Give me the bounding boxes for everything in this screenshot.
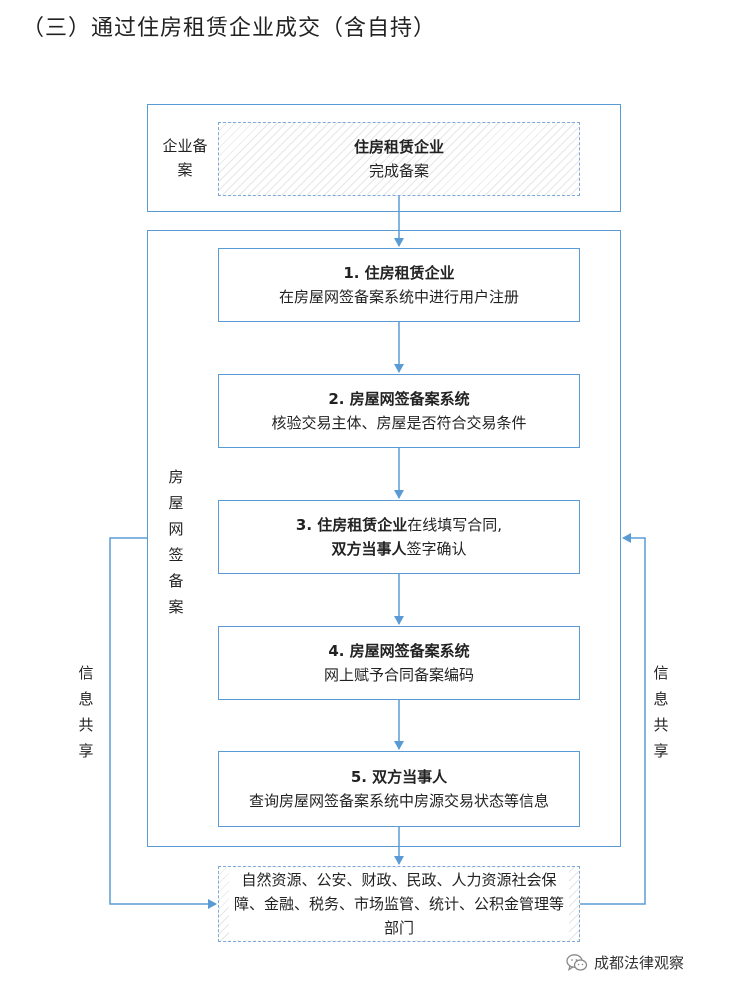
step-5-title: 5. 双方当事人 bbox=[350, 768, 448, 786]
step-1-box: 1. 住房租赁企业 在房屋网签备案系统中进行用户注册 bbox=[218, 248, 580, 322]
step-5-box: 5. 双方当事人 查询房屋网签备案系统中房源交易状态等信息 bbox=[218, 751, 580, 827]
enterprise-registration-box: 住房租赁企业 完成备案 bbox=[218, 122, 580, 196]
online-sign-label: 房屋网签备案 bbox=[168, 468, 184, 616]
enterprise-box-text: 完成备案 bbox=[368, 162, 429, 180]
step-4-box: 4. 房屋网签备案系统 网上赋予合同备案编码 bbox=[218, 626, 580, 700]
step-4-title: 4. 房屋网签备案系统 bbox=[328, 642, 470, 660]
info-share-left-label: 信息共享 bbox=[78, 664, 94, 760]
info-share-right-label: 信息共享 bbox=[653, 664, 669, 760]
watermark-text: 成都法律观察 bbox=[594, 954, 685, 972]
step-3-line-1: 3. 住房租赁企业在线填写合同, bbox=[296, 513, 502, 537]
step-1-text: 在房屋网签备案系统中进行用户注册 bbox=[278, 288, 519, 306]
step-3-text-b: 签字确认 bbox=[406, 540, 467, 558]
step-2-text: 核验交易主体、房屋是否符合交易条件 bbox=[271, 414, 527, 432]
step-2-box: 2. 房屋网签备案系统 核验交易主体、房屋是否符合交易条件 bbox=[218, 374, 580, 448]
departments-box: 自然资源、公安、财政、民政、人力资源社会保障、金融、税务、市场监管、统计、公积金… bbox=[218, 866, 580, 942]
wechat-icon bbox=[566, 953, 588, 971]
watermark: 成都法律观察 bbox=[566, 952, 684, 973]
step-4-text: 网上赋予合同备案编码 bbox=[323, 666, 474, 684]
step-3-title-a: 3. 住房租赁企业 bbox=[295, 516, 408, 534]
step-2-title: 2. 房屋网签备案系统 bbox=[328, 390, 470, 408]
step-1-title: 1. 住房租赁企业 bbox=[343, 264, 455, 282]
step-3-title-b: 双方当事人 bbox=[331, 540, 407, 558]
departments-text: 自然资源、公安、财政、民政、人力资源社会保障、金融、税务、市场监管、统计、公积金… bbox=[229, 868, 569, 940]
step-3-text-a: 在线填写合同, bbox=[407, 516, 503, 534]
step-5-text: 查询房屋网签备案系统中房源交易状态等信息 bbox=[248, 792, 549, 810]
page-title: （三）通过住房租赁企业成交（含自持） bbox=[22, 16, 437, 41]
step-3-box: 3. 住房租赁企业在线填写合同, 双方当事人签字确认 bbox=[218, 500, 580, 574]
step-3-line-2: 双方当事人签字确认 bbox=[331, 537, 466, 561]
enterprise-box-title: 住房租赁企业 bbox=[353, 138, 444, 156]
registration-label: 企业备案 bbox=[162, 137, 208, 179]
